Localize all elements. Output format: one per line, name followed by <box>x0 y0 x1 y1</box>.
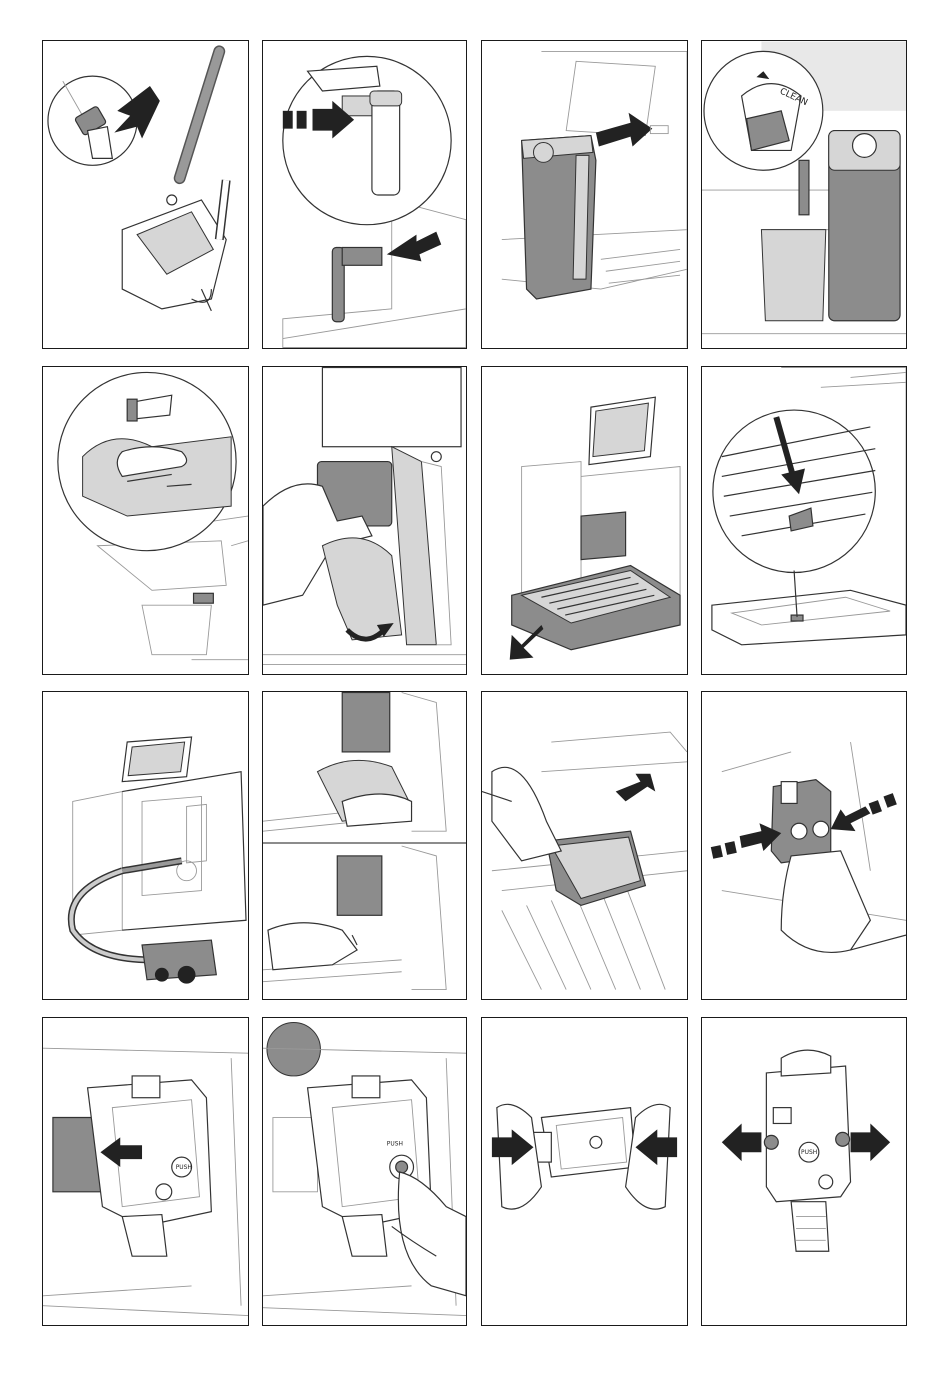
milk-spout-removal-icon <box>263 41 466 348</box>
panel-1 <box>42 40 249 349</box>
panel-7 <box>481 366 688 675</box>
panel-4: CLEAN <box>701 40 907 349</box>
panel-13: PUSH <box>42 1017 249 1326</box>
clean-knob-icon: CLEAN <box>702 41 906 348</box>
insert-brew-unit-icon: PUSH <box>43 1018 248 1325</box>
panel-10 <box>262 691 467 1000</box>
brew-unit-release-buttons-icon: PUSH <box>702 1018 906 1325</box>
vacuum-interior-icon <box>43 692 248 999</box>
panel-14: PUSH <box>262 1017 467 1326</box>
panel-3 <box>481 40 688 349</box>
push-label-3: PUSH <box>801 1149 817 1156</box>
clean-coffee-spout-icon <box>263 692 466 999</box>
milk-nozzle-cleaning-tool-icon <box>43 41 248 348</box>
drip-tray-float-icon <box>702 367 906 674</box>
panel-16: PUSH <box>701 1017 907 1326</box>
panel-2 <box>262 40 467 349</box>
wipe-service-door-icon <box>263 367 466 674</box>
panel-11 <box>481 691 688 1000</box>
panel-9 <box>42 691 249 1000</box>
panel-5 <box>42 366 249 675</box>
squeeze-brew-unit-icon <box>482 1018 687 1325</box>
panel-12 <box>701 691 907 1000</box>
milk-carafe-insert-icon <box>482 41 687 348</box>
wipe-steam-connector-icon <box>43 367 248 674</box>
panel-6 <box>262 366 467 675</box>
remove-drip-tray-icon <box>482 367 687 674</box>
remove-grounds-container-icon <box>482 692 687 999</box>
brew-unit-press-buttons-icon <box>702 692 906 999</box>
panel-8 <box>701 366 907 675</box>
push-label-1: PUSH <box>176 1164 192 1171</box>
push-label-2: PUSH <box>387 1140 403 1147</box>
panel-15 <box>481 1017 688 1326</box>
push-brew-unit-lever-icon: PUSH <box>263 1018 466 1325</box>
